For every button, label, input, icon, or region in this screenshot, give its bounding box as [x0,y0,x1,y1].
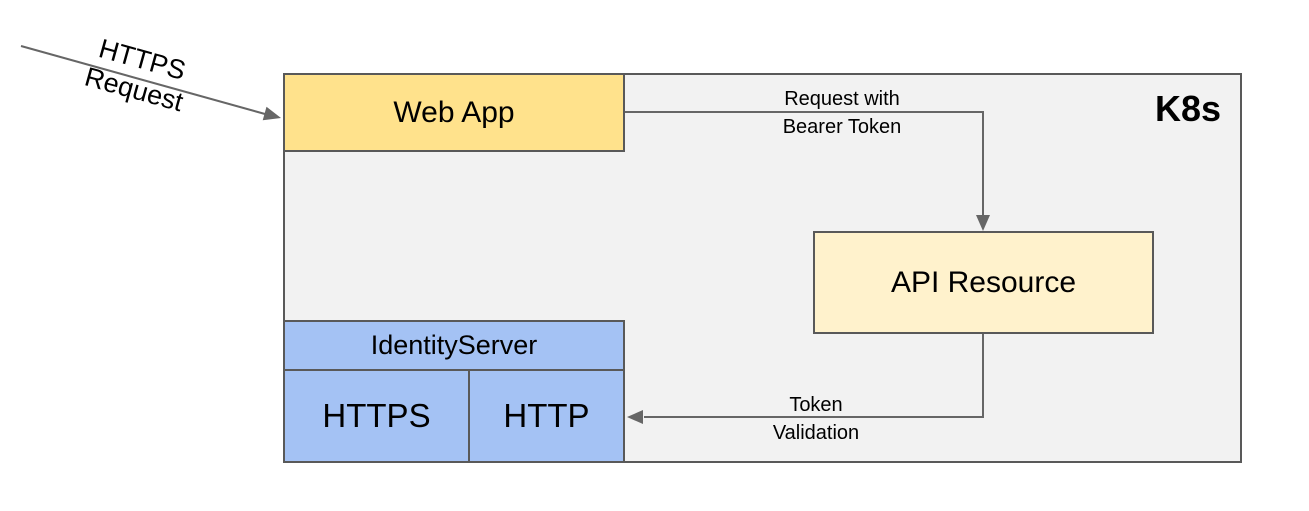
validation-label-line1: Token [789,394,843,416]
request-bearer-token-arrow [625,111,990,231]
arrowhead-into-web-app [262,106,281,121]
validation-label-line2: Validation [772,422,860,444]
arrowhead-into-http [627,410,643,424]
node-api-resource: API Resource [813,231,1154,334]
node-https-endpoint: HTTPS [283,369,470,463]
request-label-line1: Request with [784,88,900,110]
request-label-line2: Bearer Token [782,116,902,138]
k8s-container-label: K8s [1155,88,1222,129]
node-web-app: Web App [283,73,625,152]
http-endpoint-label: HTTP [503,397,590,434]
api-resource-label: API Resource [890,265,1077,299]
node-http-endpoint: HTTP [468,369,625,463]
https-endpoint-label: HTTPS [322,397,431,434]
web-app-label: Web App [393,95,515,129]
https-request-arrow [20,45,281,121]
token-validation-label: Token Validation [716,391,916,447]
arrowhead-into-api-resource [976,215,990,231]
identity-server-label: IdentityServer [370,330,538,360]
token-validation-arrow [627,334,984,424]
request-bearer-token-label: Request with Bearer Token [742,85,942,141]
node-identity-server: IdentityServer [283,320,625,371]
